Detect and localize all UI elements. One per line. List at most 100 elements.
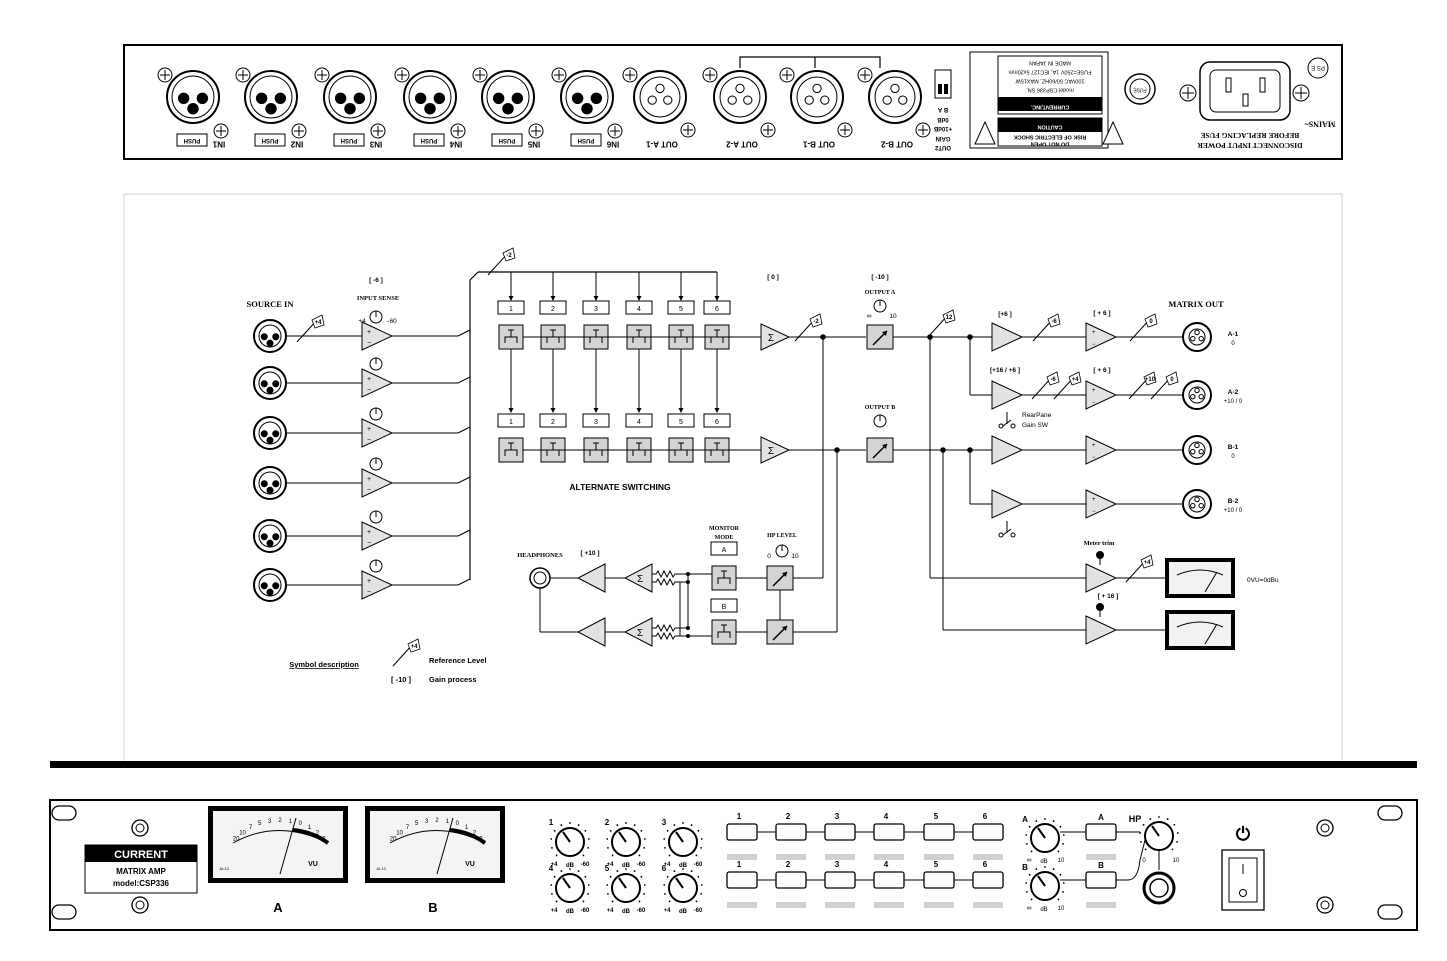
source-select-button[interactable] — [775, 823, 807, 841]
xlr-pin — [898, 95, 908, 105]
xlr-pin — [571, 92, 584, 105]
number-box — [703, 300, 731, 315]
source-select-button[interactable] — [726, 871, 758, 889]
knob-dot — [668, 900, 671, 903]
xlr-pin — [502, 102, 514, 115]
knob-pointer — [618, 831, 627, 843]
output-level-knob[interactable] — [1025, 818, 1065, 853]
knob-dot — [664, 846, 666, 849]
source-select-button[interactable] — [775, 871, 807, 889]
knob-pointer — [562, 831, 571, 843]
input-sense-knob[interactable] — [550, 822, 590, 857]
output-level-knob[interactable] — [1025, 866, 1065, 901]
monitor-select-button[interactable] — [1085, 871, 1117, 889]
source-select-button[interactable] — [923, 871, 955, 889]
xlr-pin — [274, 92, 287, 105]
source-select-button[interactable] — [873, 823, 905, 841]
push-latch-button[interactable] — [570, 133, 602, 147]
symbol-gain-text: Gain process — [429, 675, 477, 684]
number-label: 5 — [679, 419, 683, 426]
xlr-pin — [1194, 387, 1200, 394]
screw-icon — [857, 67, 873, 83]
source-select-button[interactable] — [873, 871, 905, 889]
number-label: 1 — [509, 419, 513, 426]
number-label: 6 — [715, 306, 719, 313]
input-sense-label: INPUT SENSE — [357, 295, 399, 302]
knob-dot — [682, 868, 684, 870]
screw-icon — [607, 123, 623, 139]
knob-dot — [582, 854, 585, 857]
vu-scale-tick: 7 — [249, 825, 253, 831]
knob-dot — [607, 846, 609, 849]
xlr-pin — [265, 102, 277, 115]
source-select-button[interactable] — [972, 823, 1004, 841]
knob-dot — [663, 838, 666, 840]
knob-dot — [625, 822, 627, 824]
rack-slot-icon — [1377, 904, 1403, 920]
source-select-button[interactable] — [726, 823, 758, 841]
number-box — [539, 300, 567, 315]
reference-level-flag: -6 — [1031, 371, 1060, 400]
vu-scale-tick: 0 — [456, 821, 460, 827]
model-text: model:CSP336 — [113, 879, 170, 888]
amplifier-symbol — [361, 521, 394, 551]
input-sense-knob[interactable] — [550, 868, 590, 903]
input-sense-knob[interactable] — [663, 822, 703, 857]
push-latch-button[interactable] — [333, 133, 365, 147]
reference-level-flag: 0 — [1150, 371, 1179, 400]
push-latch-button[interactable] — [176, 133, 208, 147]
knob-scale: ∞ — [1027, 857, 1032, 864]
reference-level-value: +4 — [1072, 377, 1080, 383]
output-knob-label: B — [1022, 863, 1028, 872]
hp-sum-symbol — [623, 563, 653, 593]
xlr-pin — [266, 588, 274, 596]
reference-level-flag: -2 — [487, 247, 516, 276]
headphone-jack-inner — [533, 571, 547, 585]
xlr-pin — [260, 480, 268, 488]
push-latch-button[interactable] — [254, 133, 286, 147]
push-latch-button[interactable] — [491, 133, 523, 147]
source-select-button[interactable] — [923, 823, 955, 841]
vu-face — [370, 811, 500, 878]
xlr-pin — [266, 386, 274, 394]
xlr-insert — [258, 421, 282, 445]
xlr-pin — [1198, 393, 1204, 400]
input-sense-knob[interactable] — [663, 868, 703, 903]
xlr-pin — [727, 95, 737, 105]
number-label: 4 — [637, 306, 641, 313]
xlr-input-icon — [323, 70, 377, 124]
reference-level-value: +4 — [411, 644, 419, 650]
xlr-insert — [639, 76, 681, 118]
spec-label-text: FUSE=250V 1A, IEC127 5x20mm — [1008, 68, 1091, 74]
input-sense-knob[interactable] — [606, 868, 646, 903]
source-select-button[interactable] — [824, 871, 856, 889]
arrow-head — [714, 408, 720, 413]
knob-dot — [550, 838, 553, 840]
knob-dot — [1028, 825, 1031, 828]
hp-level-knob[interactable] — [1139, 816, 1179, 851]
push-latch-button[interactable] — [413, 133, 445, 147]
source-select-button[interactable] — [972, 871, 1004, 889]
separator-bar — [50, 761, 1417, 768]
reference-level-value: +4 — [1144, 560, 1152, 566]
vu-face — [213, 811, 343, 878]
source-select-button[interactable] — [824, 823, 856, 841]
warning-text: DISCONNECT INPUT POWER — [1197, 141, 1303, 150]
knob-scale: dB — [566, 909, 575, 915]
xlr-input-icon — [253, 568, 287, 602]
volume-arrowhead — [782, 572, 787, 577]
button-indicator-led — [825, 854, 855, 860]
button-number: 3 — [835, 812, 840, 821]
screw-icon — [291, 123, 307, 139]
input-sense-knob[interactable] — [606, 822, 646, 857]
button-indicator-led — [776, 854, 806, 860]
knob-dot — [577, 824, 580, 826]
panel-screw-inner — [1320, 900, 1330, 910]
switch-arm — [1002, 419, 1012, 427]
flag-tag — [502, 247, 516, 262]
monitor-select-button[interactable] — [1085, 823, 1117, 841]
brand-name: CURRENT — [114, 849, 168, 861]
amplifier-symbol — [991, 489, 1024, 519]
plus-sign: + — [1092, 443, 1096, 449]
